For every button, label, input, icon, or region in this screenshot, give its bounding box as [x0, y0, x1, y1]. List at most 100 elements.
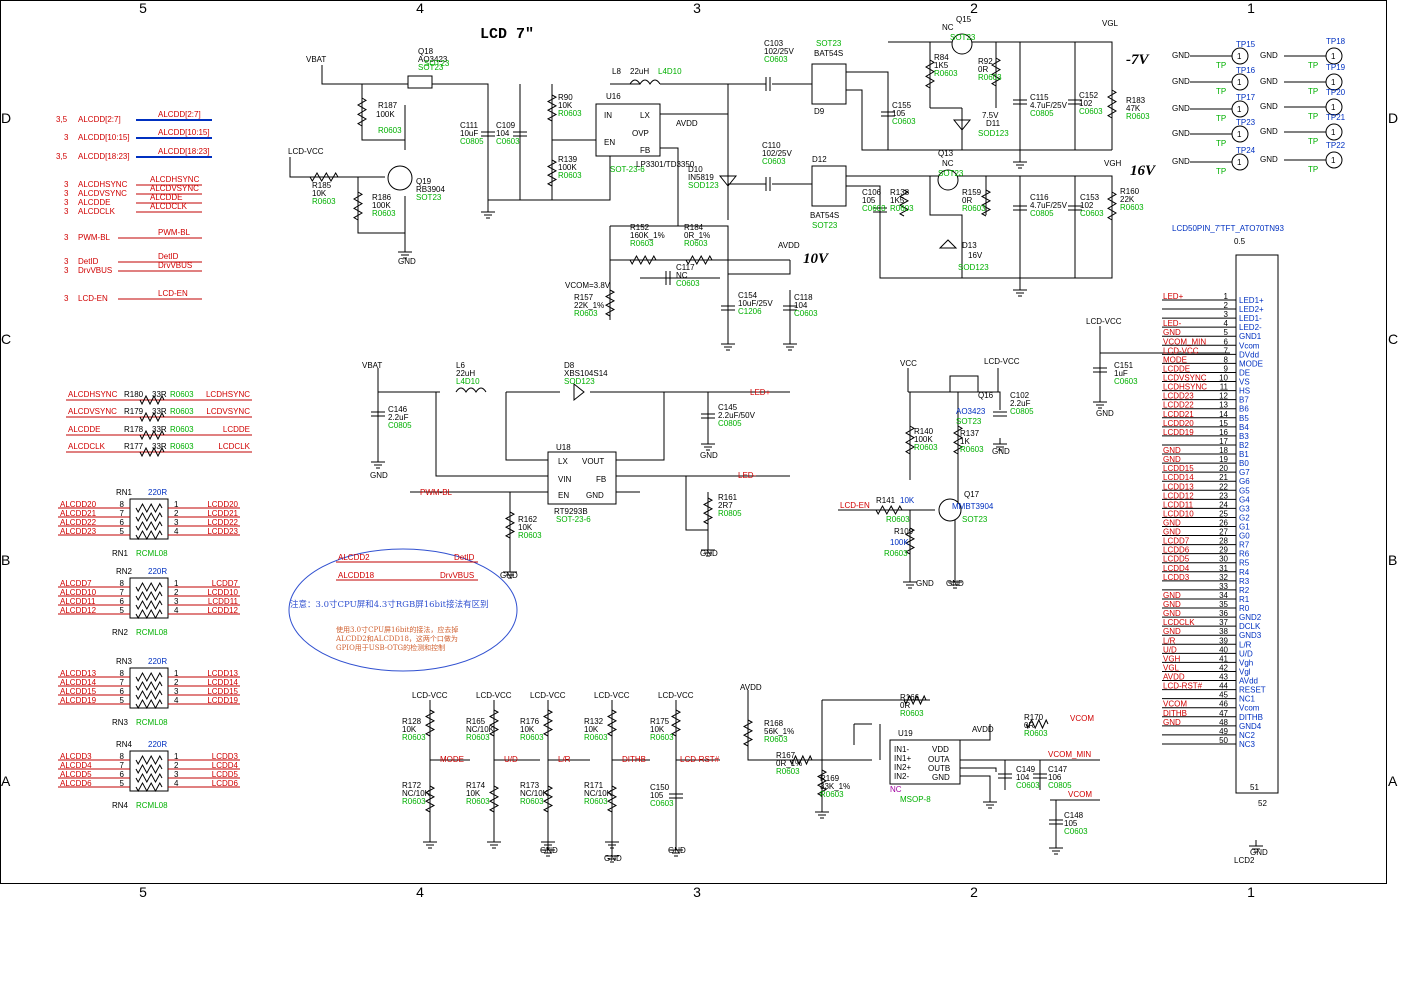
part-ref: C116 — [1030, 193, 1049, 202]
part-value: 33R — [152, 425, 167, 434]
pin-number: 5 — [120, 606, 125, 615]
rnet-value: 220R — [148, 567, 167, 576]
pin-signal: AVdd — [1239, 677, 1258, 686]
part-value: 105 — [1064, 819, 1078, 828]
part-ref: C150 — [650, 783, 670, 792]
part-package: R0603 — [900, 709, 924, 718]
part-value: 0R_1% — [684, 231, 710, 240]
part-value: 1K5 — [890, 196, 905, 205]
pin-signal: R7 — [1239, 541, 1250, 550]
pin-label: VIN — [558, 475, 572, 484]
part-ref: C115 — [1030, 93, 1049, 102]
pin-number: 30 — [1219, 555, 1228, 564]
pin-signal: B6 — [1239, 405, 1249, 414]
net-label: VBAT — [362, 361, 382, 370]
pin-signal: GND1 — [1239, 332, 1262, 341]
svg-text:ALCDD2: ALCDD2 — [338, 553, 370, 562]
part-package: R0603 — [962, 204, 986, 213]
port-name: ALCDVSYNC — [78, 189, 127, 198]
pin-number: 41 — [1219, 654, 1228, 663]
pin-number: 2 — [1224, 301, 1229, 310]
pin-number: 9 — [1224, 364, 1229, 373]
part-ref: Q13 — [938, 149, 954, 158]
part-package: R0603 — [312, 197, 336, 206]
pin-net: LCDD15 — [1163, 464, 1194, 473]
pin-number: 2 — [174, 761, 179, 770]
pin-net: LCDD20 — [1163, 419, 1194, 428]
resistor-symbol — [702, 497, 714, 525]
part-ref: C148 — [1064, 811, 1084, 820]
gnd-label: GND — [1172, 104, 1190, 113]
svg-text:注意：3.0寸CPU屏和4.3寸RGB屏16bit接法有区别: 注意：3.0寸CPU屏和4.3寸RGB屏16bit接法有区别 — [290, 599, 489, 610]
pin-number: 7 — [120, 761, 125, 770]
part-package: C0805 — [1030, 109, 1054, 118]
part-package: R0603 — [776, 767, 800, 776]
u16-body — [595, 103, 661, 157]
part-package: C0805 — [388, 421, 412, 430]
net-label: LCDD11 — [208, 597, 239, 606]
port-name: PWM-BL — [78, 233, 111, 242]
rnet-body — [129, 498, 169, 540]
part-ref: R161 — [718, 493, 738, 502]
pin-net: LCDD21 — [1163, 410, 1194, 419]
part-ref: C118 — [794, 293, 813, 302]
pin-signal: B3 — [1239, 432, 1249, 441]
resistor-symbol — [135, 590, 163, 602]
q15-body — [951, 33, 973, 55]
tp-label: TP — [1308, 87, 1318, 96]
part-package: R0603 — [890, 204, 914, 213]
part-value: 4.7uF/25V — [1030, 101, 1068, 110]
rnet-ref: RN4 — [112, 801, 129, 810]
pin-signal: G3 — [1239, 504, 1250, 513]
resistor-symbol — [991, 57, 1001, 87]
frame-row-right: C — [1388, 331, 1398, 347]
pin-number: 17 — [1219, 437, 1228, 446]
pin-label: GND — [932, 773, 950, 782]
part-ref: R185 — [312, 181, 332, 190]
pin-number: 2 — [174, 678, 179, 687]
port-number: 3 — [64, 207, 69, 216]
part-ref: R132 — [584, 717, 604, 726]
rnet-body — [129, 667, 169, 709]
part-value: 105 — [862, 196, 876, 205]
net-label: LCDD23 — [207, 527, 238, 536]
pin-signal: LED2+ — [1239, 305, 1264, 314]
pin-signal: GND4 — [1239, 722, 1262, 731]
pin-signal: B5 — [1239, 414, 1249, 423]
pin-number: 52 — [1258, 799, 1267, 808]
part-ref: R183 — [1126, 96, 1146, 105]
pin-label: VDD — [932, 745, 949, 754]
resistor-symbol — [1107, 191, 1117, 221]
part-value: 102/25V — [764, 47, 794, 56]
pin-signal: B4 — [1239, 423, 1249, 432]
part-value: 10K — [558, 101, 573, 110]
pin-number: 49 — [1219, 727, 1228, 736]
part-value: IN5819 — [688, 173, 714, 182]
rnet-package: RCML08 — [136, 628, 168, 637]
gnd-label: GND — [1250, 848, 1268, 857]
part-ref: C152 — [1079, 91, 1099, 100]
pin-net: GND — [1163, 328, 1181, 337]
pin-net: LCDVSYNC — [1163, 374, 1207, 383]
pin-label: GND — [586, 491, 604, 500]
part-package: SOD123 — [564, 377, 595, 386]
pin-net: LCDD23 — [1163, 392, 1194, 401]
net-label: ALCDD5 — [60, 770, 92, 779]
net-label: VCOM_MIN — [1048, 750, 1091, 759]
frame-col-top: 3 — [693, 0, 701, 16]
part-ref: R168 — [764, 719, 784, 728]
part-value: 1uF — [1114, 369, 1128, 378]
pin-signal: GND2 — [1239, 613, 1262, 622]
svg-text:DetID: DetID — [454, 553, 475, 562]
part-ref: D9 — [814, 107, 825, 116]
pin-net: AVDD — [1163, 673, 1185, 682]
gnd-label: GND — [1172, 51, 1190, 60]
pin-number: 13 — [1219, 401, 1228, 410]
net-label: LED+ — [750, 388, 771, 397]
part-value: 10K — [520, 725, 535, 734]
pin-signal: LED2- — [1239, 323, 1262, 332]
port-number: 3 — [64, 133, 69, 142]
rnet-ref: RN2 — [116, 567, 133, 576]
pin-signal: G6 — [1239, 477, 1250, 486]
